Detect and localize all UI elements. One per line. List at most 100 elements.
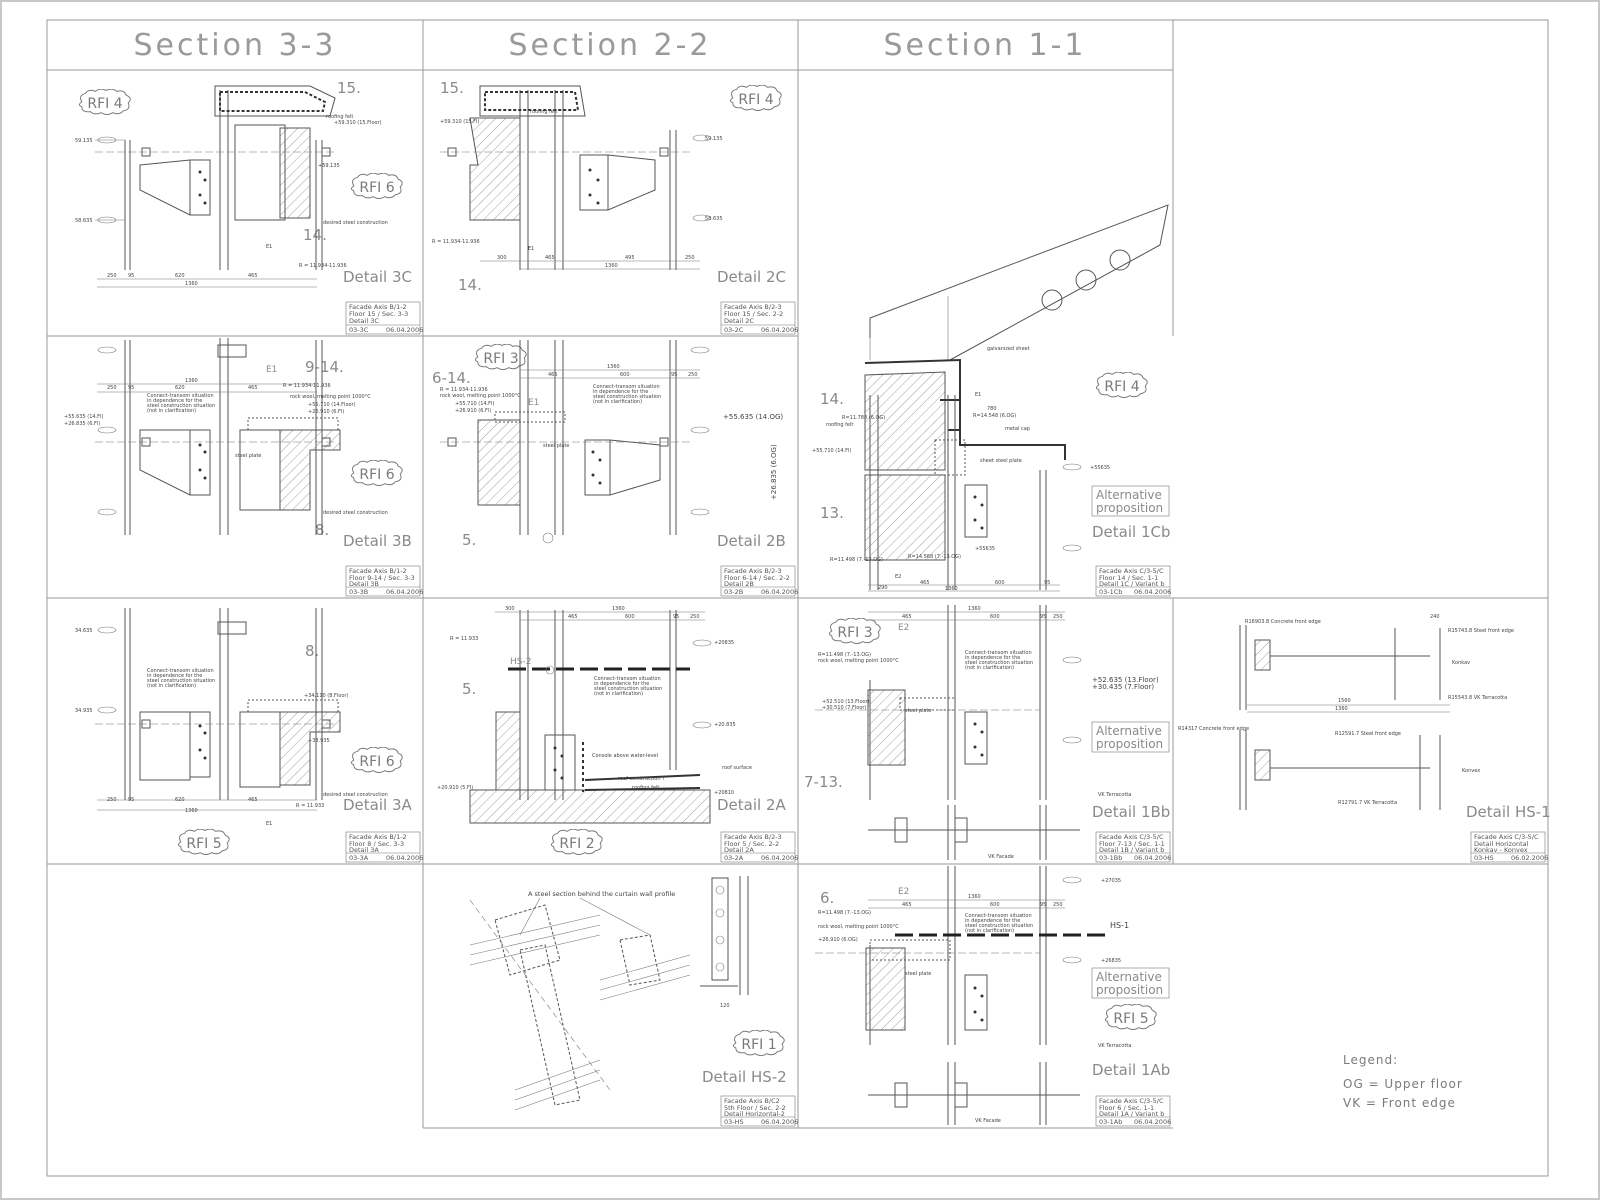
floor-number: 6-14. xyxy=(432,369,471,387)
detail-label: Detail 3C xyxy=(343,268,412,286)
titleblock-line: Facade Axis C/3-5/C xyxy=(1099,567,1164,575)
drawing-code: 03-2C xyxy=(724,326,744,334)
dimension: 250 xyxy=(690,614,700,620)
annotation: E1 xyxy=(528,398,539,408)
detail-1bb-panel: RFI 3 7-13. R=11.498 (7.-13.OG) rock woo… xyxy=(804,605,1171,863)
titleblock-line: Facade Axis C/3-5/C xyxy=(1474,833,1539,841)
annotation: +59.310 (15.Floor) xyxy=(334,120,382,126)
titleblock-line: Detail 1A / Variant b xyxy=(1099,1110,1164,1118)
drawing-code: 03-HS xyxy=(1474,854,1494,862)
annotation: steel plate xyxy=(543,443,569,449)
level-label: 59.135 xyxy=(705,136,723,142)
titleblock-line: Floor 8 / Sec. 3-3 xyxy=(349,840,404,848)
annotation: galvanized sheet xyxy=(987,346,1030,352)
titleblock-line: Floor 14 / Sec. 1-1 xyxy=(1099,574,1158,582)
floor-number: 6. xyxy=(820,889,834,907)
section-title-1-1: Section 1-1 xyxy=(884,28,1087,63)
dimension: 600 xyxy=(995,580,1005,586)
dimension: 1360 xyxy=(945,586,958,592)
annotation: (not in clarification) xyxy=(593,399,642,405)
level-label: 58.635 xyxy=(75,218,93,224)
level-label: 58.635 xyxy=(705,216,723,222)
alternative-label: Alternative xyxy=(1096,488,1162,502)
floor-number: 13. xyxy=(820,504,844,522)
detail-label: Detail HS-2 xyxy=(702,1068,787,1086)
dimension: 1560 xyxy=(1338,698,1351,704)
annotation: rock wool, melting point 1000°C xyxy=(818,658,899,664)
titleblock-line: Detail 3A xyxy=(349,846,379,854)
dimension: 95 xyxy=(673,614,679,620)
annotation: R = 11.933 xyxy=(296,803,324,809)
titleblock-line: Facade Axis C/3-5/C xyxy=(1099,1097,1164,1105)
annotation: Connect-transom situation xyxy=(594,676,661,682)
dimension: 300 xyxy=(497,255,507,261)
titleblock-line: Detail 3B xyxy=(349,580,379,588)
annotation: +34.110 (8.Floor) xyxy=(304,693,348,699)
drawing-code: 03-1Bb xyxy=(1099,854,1122,862)
rfi-cloud: RFI 6 xyxy=(359,754,394,770)
titleblock-line: Konkav - Konvex xyxy=(1474,846,1528,854)
drawing-date: 06.04.2006 xyxy=(761,588,798,596)
dimension: 290 xyxy=(878,585,888,591)
dimension: 620 xyxy=(175,797,185,803)
annotation: +55.710 (14.Floor) xyxy=(308,402,356,408)
titleblock-line: Facade Axis B/1-2 xyxy=(349,833,407,841)
annotation: +55.635 (14.OG) xyxy=(723,413,783,421)
dimension: 95 xyxy=(1044,580,1050,586)
annotation: E1 xyxy=(528,246,534,252)
dimension: 1360 xyxy=(185,281,198,287)
alternative-label: Alternative xyxy=(1096,724,1162,738)
annotation: R14317 Concrete front edge xyxy=(1178,726,1249,732)
titleblock-line: Floor 15 / Sec. 3-3 xyxy=(349,310,408,318)
annotation: +55635 xyxy=(975,546,995,552)
titleblock-line: Floor 9-14 / Sec. 3-3 xyxy=(349,574,415,582)
dimension: 620 xyxy=(175,273,185,279)
dimension: 250 xyxy=(1053,614,1063,620)
dimension: 620 xyxy=(175,385,185,391)
section-title-3-3: Section 3-3 xyxy=(134,28,337,63)
detail-3c-panel: RFI 4 RFI 6 15. 14. 59.135 58.635 roofin… xyxy=(75,79,423,335)
drawing-code: 03-1Cb xyxy=(1099,588,1122,596)
annotation: in dependence for the xyxy=(594,681,649,687)
legend-item: VK = Front edge xyxy=(1343,1096,1456,1110)
titleblock-line: Detail Horizontal xyxy=(1474,840,1529,848)
annotation: +55635 xyxy=(1090,465,1110,471)
dimension: 95 xyxy=(128,273,134,279)
dimension: 465 xyxy=(568,614,578,620)
annotation: Connect-transom situation xyxy=(593,384,660,390)
dimension: 95 xyxy=(128,385,134,391)
titleblock-line: Detail 2C xyxy=(724,317,754,325)
titleblock-line: Facade Axis B/1-2 xyxy=(349,303,407,311)
dimension: 465 xyxy=(248,273,258,279)
dimension: 250 xyxy=(107,797,117,803)
annotation: +55.635 (14.Fl) xyxy=(64,414,103,420)
annotation: Konvex xyxy=(1462,768,1480,774)
annotation: +26.835 (6.Fl) xyxy=(64,421,100,427)
rfi-cloud: RFI 4 xyxy=(738,92,773,108)
alternative-label: proposition xyxy=(1096,501,1163,515)
annotation: +59.310 (15.Fl) xyxy=(440,119,479,125)
annotation: steel plate xyxy=(905,971,931,977)
annotation: VK Terracotta xyxy=(1098,1043,1131,1049)
annotation: +55.710 (14.Fl) xyxy=(455,401,494,407)
dimension: 240 xyxy=(1430,614,1440,620)
floor-number: 14. xyxy=(303,226,327,244)
section-title-2-2: Section 2-2 xyxy=(509,28,712,63)
annotation: Konkav xyxy=(1452,660,1470,666)
dimension: 250 xyxy=(688,372,698,378)
rfi-cloud: RFI 3 xyxy=(483,351,518,367)
annotation: A steel section behind the curtain wall … xyxy=(528,890,675,898)
titleblock-line: Floor 7-13 / Sec. 1-1 xyxy=(1099,840,1165,848)
detail-label: Detail 3A xyxy=(343,796,412,814)
dimension: 250 xyxy=(685,255,695,261)
titleblock-line: Facade Axis B/2-3 xyxy=(724,567,782,575)
dimension: 250 xyxy=(1053,902,1063,908)
floor-number: 7-13. xyxy=(804,773,843,791)
annotation: R=11.498 (7.-13.OG) xyxy=(818,652,871,658)
dimension: 1360 xyxy=(185,378,198,384)
annotation: +30.510 (7.Floor) xyxy=(822,705,866,711)
titleblock-line: Facade Axis B/1-2 xyxy=(349,567,407,575)
annotation: R15743.8 Steel front edge xyxy=(1448,628,1514,634)
annotation: E1 xyxy=(266,244,272,250)
